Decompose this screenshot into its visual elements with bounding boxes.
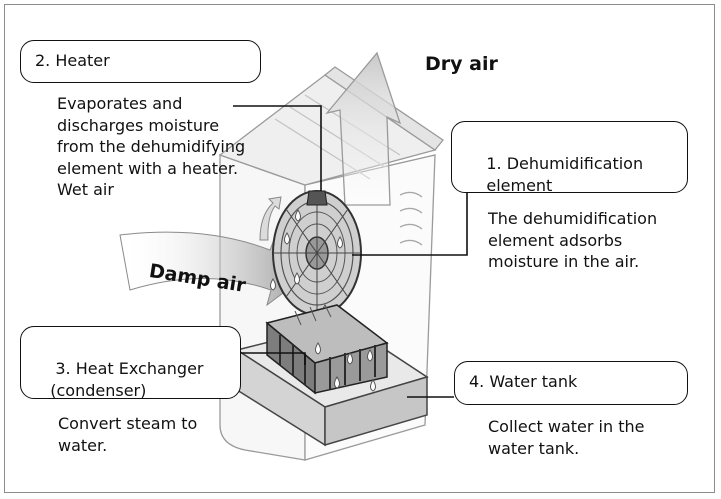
dehumidification-rotor [272,190,362,316]
dry-air-arrow [325,51,402,206]
heat-exchanger-callout: 3. Heat Exchanger (condenser) [20,326,241,400]
diagram-frame: 2. Heater Evaporates and discharges mois… [4,4,715,493]
dry-air-label: Dry air [425,53,498,75]
dehumidification-element-description: The dehumidification element adsorbs moi… [488,209,658,271]
heat-exchanger-description: Convert steam to water. [58,414,198,455]
heater-callout: 2. Heater [20,40,261,83]
return-air-arrow [259,196,282,241]
heat-exchanger-droplets [315,342,376,392]
heat-exchanger-shape [265,304,389,395]
heat-exchanger-title: 3. Heat Exchanger (condenser) [50,359,204,400]
dehumidification-element-title: 1. Dehumidification element [486,154,644,195]
water-tank-description: Collect water in the water tank. [488,417,645,458]
dehumidifier-illustration [119,51,468,461]
side-louvres [399,191,423,246]
water-tank-title: 4. Water tank [469,372,578,391]
leader-lines [233,105,468,398]
heater-description: Evaporates and discharges moisture from … [57,94,246,199]
water-tank-callout: 4. Water tank [454,361,688,405]
dehumidification-element-callout: 1. Dehumidification element [451,121,688,195]
heater-title: 2. Heater [35,51,110,70]
